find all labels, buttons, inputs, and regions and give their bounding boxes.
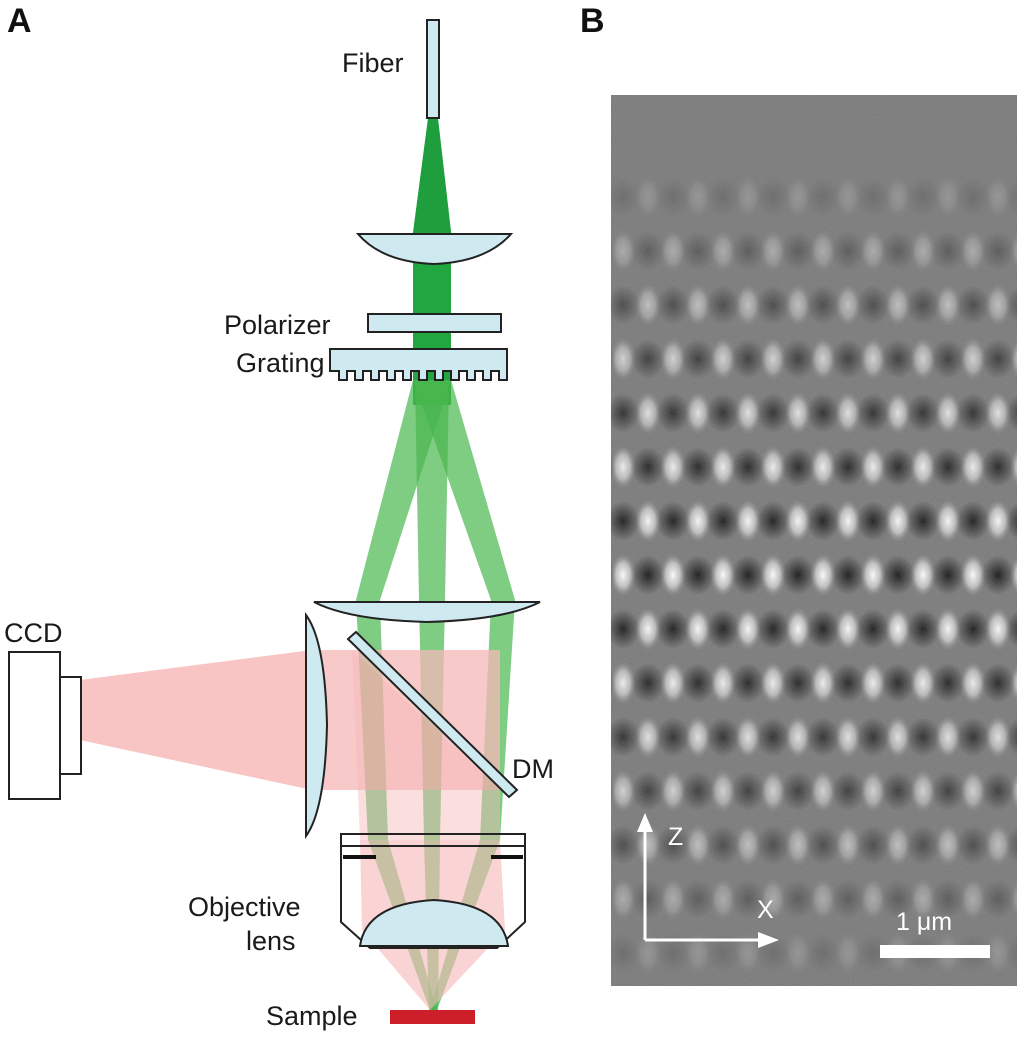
scale-bar-label: 1 μm — [896, 908, 952, 936]
dark-spot — [611, 454, 615, 480]
optical-setup-diagram: Fiber Polarizer Grating DM CCD Objective… — [4, 19, 554, 1031]
dark-spot — [611, 670, 615, 696]
dark-spot — [611, 238, 615, 264]
objective-housing — [340, 833, 526, 949]
micrograph-noise — [611, 95, 1017, 986]
objective-label-line2: lens — [246, 926, 296, 956]
bright-spot — [585, 931, 611, 975]
ccd-label: CCD — [4, 618, 63, 648]
axis-z-label: Z — [668, 823, 683, 851]
bright-spot — [560, 769, 586, 813]
bright-spot — [560, 337, 586, 381]
interference-pattern-image: Z X 1 μm — [560, 95, 1017, 986]
grating — [329, 348, 508, 381]
collimating-lens — [355, 233, 514, 266]
dm-label: DM — [512, 754, 554, 784]
bright-spot — [585, 391, 611, 435]
polarizer — [367, 313, 502, 333]
tube-lens — [305, 612, 329, 840]
bright-spot — [585, 823, 611, 867]
excitation-beam-cone — [412, 118, 452, 240]
panel-letter-b: B — [580, 2, 605, 40]
dark-spot — [611, 778, 615, 804]
bright-spot — [585, 499, 611, 543]
objective-lens-element — [358, 898, 510, 947]
dark-spot — [611, 562, 615, 588]
sample-label: Sample — [266, 1001, 358, 1031]
bright-spot — [560, 877, 586, 921]
grating-label: Grating — [236, 348, 325, 378]
bright-spot — [560, 445, 586, 489]
panel-letter-a: A — [7, 2, 32, 40]
ccd-camera-sensor — [59, 676, 82, 775]
dark-spot — [611, 886, 615, 912]
scale-bar — [880, 945, 990, 958]
bright-spot — [585, 175, 611, 219]
fiber — [426, 19, 440, 119]
bright-spot — [560, 229, 586, 273]
polarizer-label: Polarizer — [224, 310, 331, 340]
dark-spot — [611, 346, 615, 372]
dichroic-mirror — [346, 630, 519, 799]
ccd-camera-body — [8, 651, 61, 800]
bright-spot — [560, 553, 586, 597]
objective-label-line1: Objective — [188, 892, 301, 922]
sample — [390, 1010, 475, 1024]
fiber-label: Fiber — [342, 48, 404, 78]
axis-x-label: X — [757, 896, 774, 924]
bright-spot — [585, 283, 611, 327]
axis-arrows — [637, 813, 779, 948]
relay-lens — [313, 601, 541, 624]
bright-spot — [585, 715, 611, 759]
bright-spot — [560, 661, 586, 705]
bright-spot — [585, 607, 611, 651]
emission-beam — [80, 650, 505, 1010]
